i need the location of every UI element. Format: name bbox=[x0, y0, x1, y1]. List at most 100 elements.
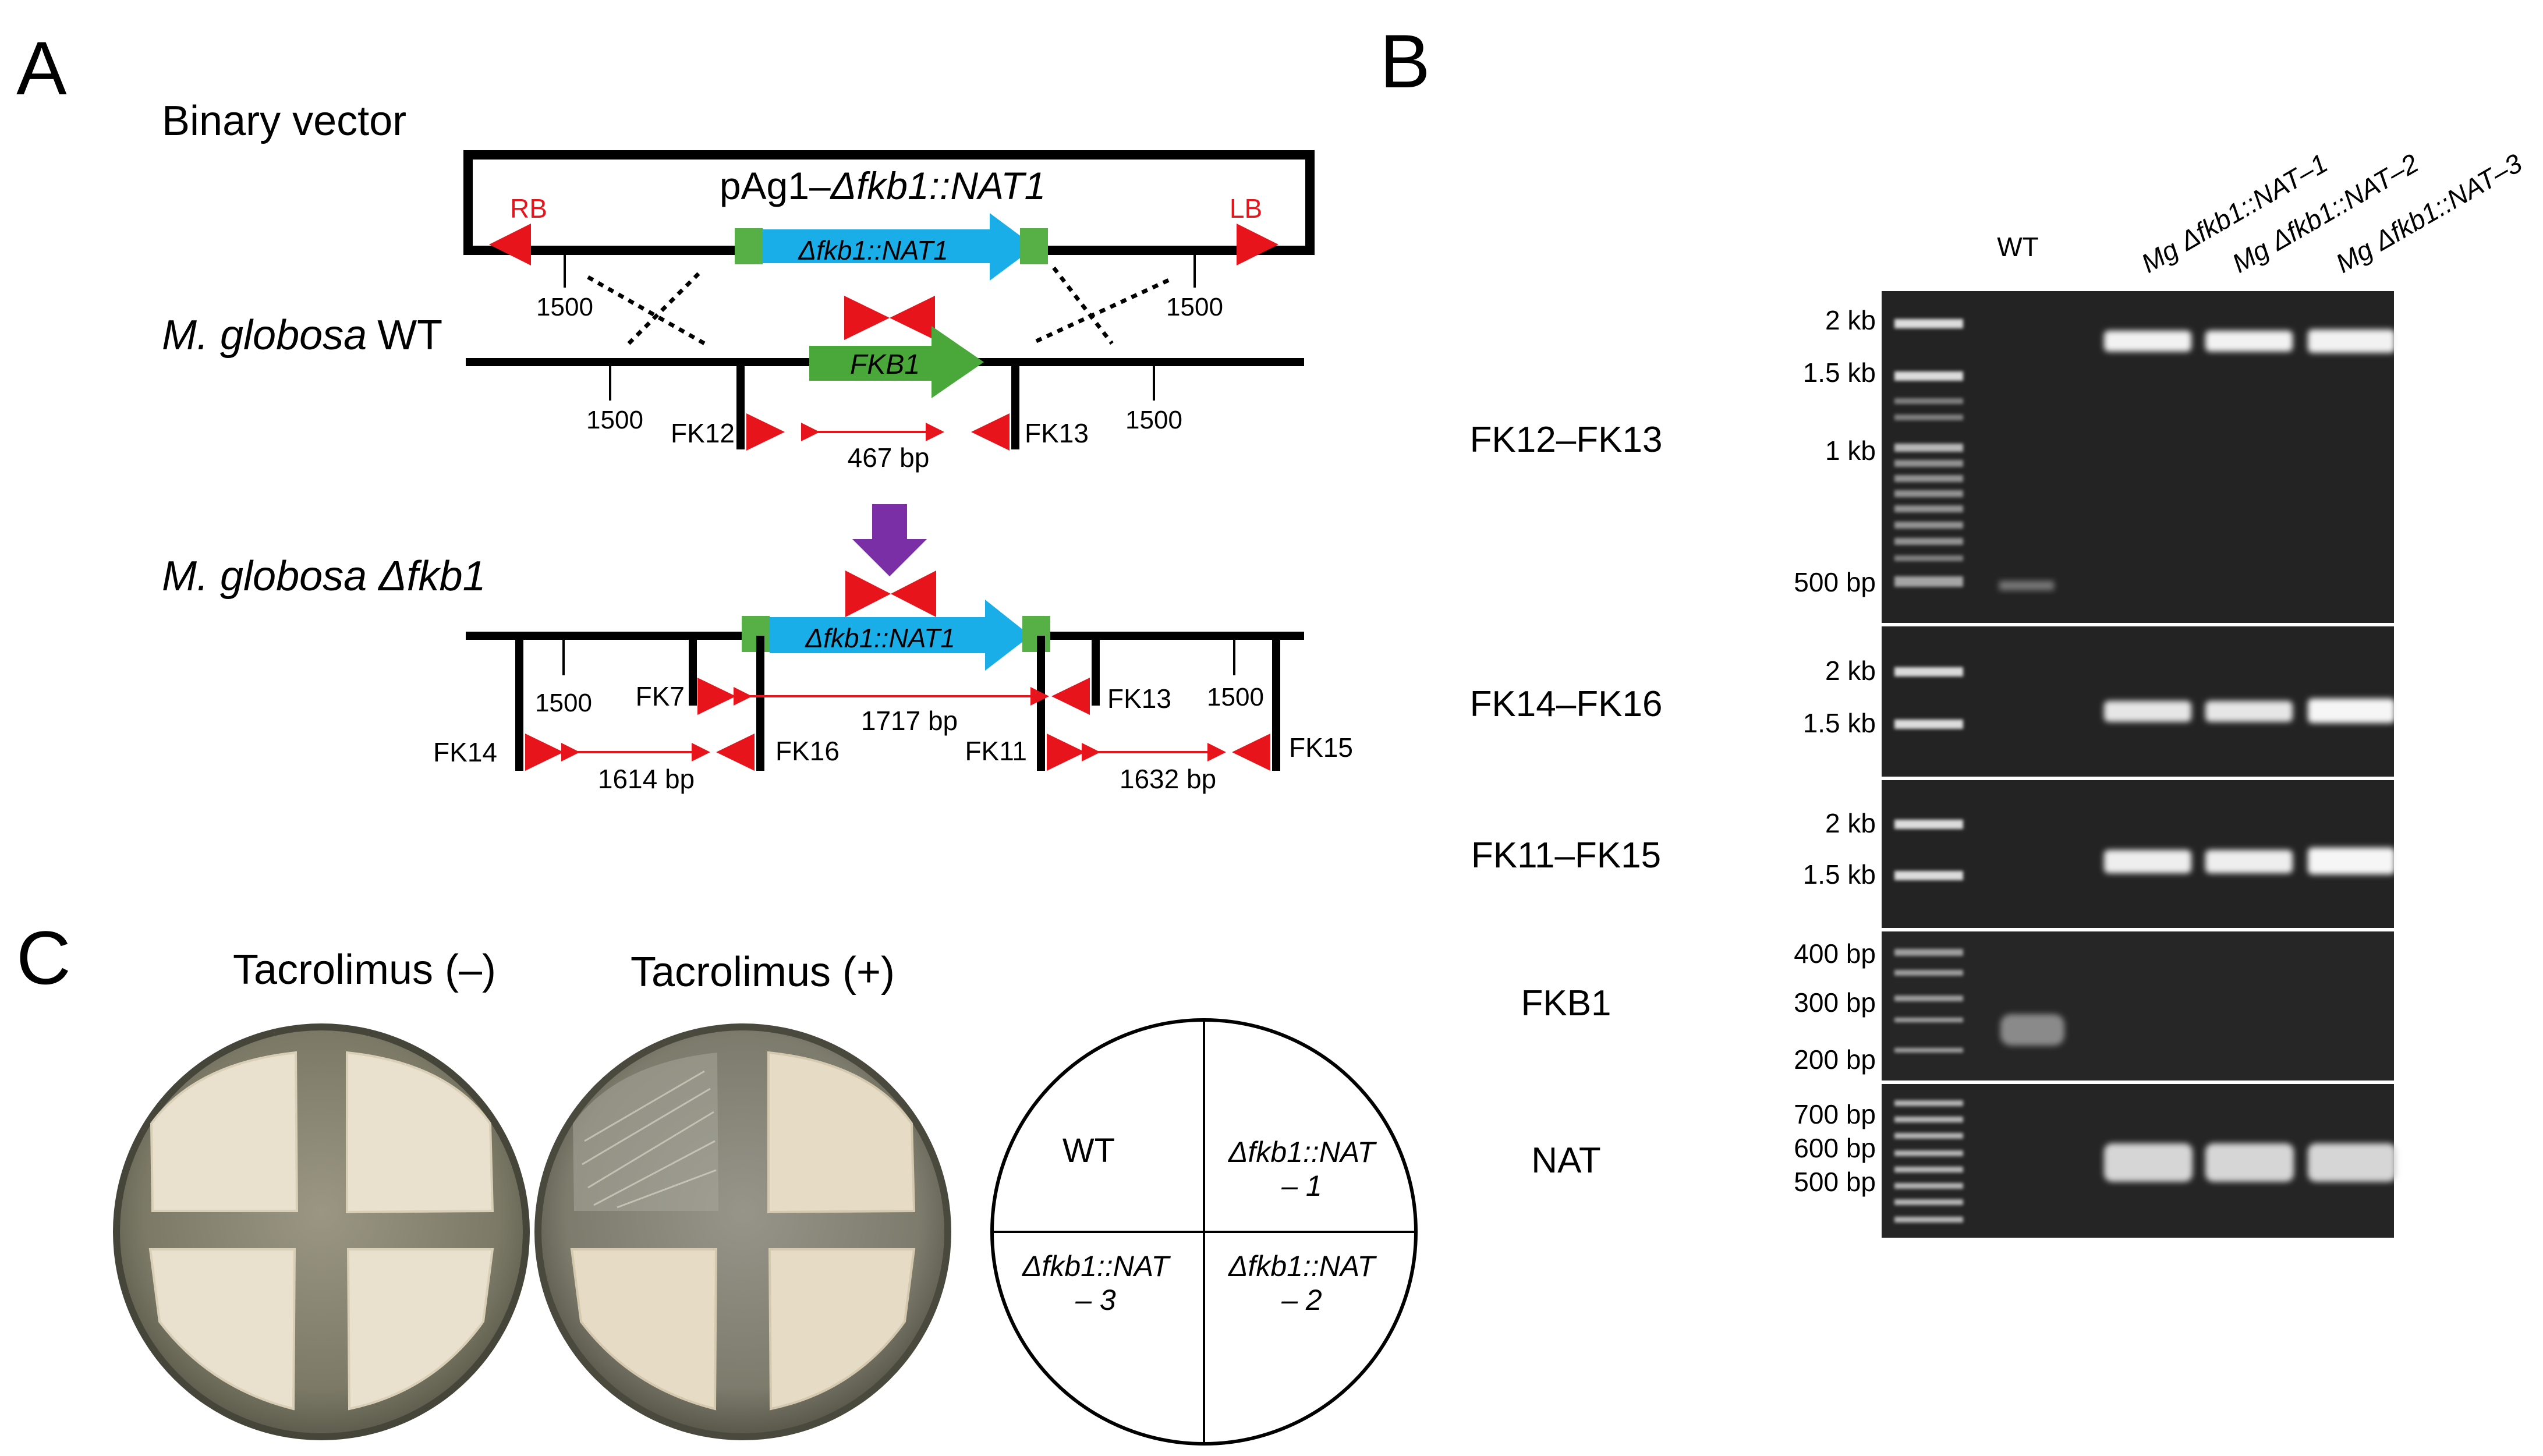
gel-row-label-4: FKB1 bbox=[1521, 983, 1611, 1023]
layout-q2-line1: Δfkb1::NAT bbox=[1228, 1136, 1377, 1168]
plate-layout-diagram: WT Δfkb1::NAT – 1 Δfkb1::NAT – 3 Δfkb1::… bbox=[990, 1018, 1418, 1446]
colony-sector bbox=[148, 1248, 296, 1411]
fk7-primer-icon bbox=[697, 678, 736, 715]
bowtie-icon bbox=[844, 296, 890, 340]
mutant-cassette-label: Δfkb1::NAT1 bbox=[805, 623, 955, 653]
colony-sector bbox=[346, 1051, 494, 1214]
wt-flank-right: 1500 bbox=[1125, 406, 1182, 434]
marker-r1-1: 1.5 kb bbox=[1803, 357, 1876, 388]
wt-amplicon-label: 467 bp bbox=[848, 442, 930, 473]
rb-arrow-icon bbox=[489, 224, 531, 265]
marker-r1-2: 1 kb bbox=[1825, 435, 1876, 466]
fk12-primer-icon bbox=[746, 413, 785, 451]
ladder bbox=[1894, 319, 1963, 587]
gel-band bbox=[2000, 1014, 2064, 1046]
wt-label-italic: M. globosa bbox=[162, 312, 367, 359]
lb-arrow-icon bbox=[1237, 224, 1278, 265]
transformation-arrow-icon bbox=[852, 504, 927, 576]
gel-row-4: 400 bp 300 bp 200 bp FKB1 bbox=[1521, 931, 2394, 1081]
marker-r5-2: 500 bp bbox=[1794, 1167, 1876, 1197]
mutant-cassette-arrow bbox=[770, 600, 1030, 671]
fk11-label: FK11 bbox=[965, 736, 1027, 766]
fk13m-label: FK13 bbox=[1107, 683, 1171, 714]
fk14-primer-icon bbox=[525, 734, 564, 771]
fk13m-primer-icon bbox=[1051, 678, 1090, 715]
crossover-right bbox=[1035, 266, 1171, 345]
marker-r3-0: 2 kb bbox=[1825, 808, 1876, 838]
gel-row-label-2: FK14–FK16 bbox=[1470, 684, 1663, 724]
marker-r1-0: 2 kb bbox=[1825, 305, 1876, 335]
marker-r5-1: 600 bp bbox=[1794, 1133, 1876, 1163]
construct-diagram: Binary vector pAg1–Δfkb1::NAT1 RB LB Δfk… bbox=[162, 98, 1353, 794]
gel-band bbox=[2308, 330, 2395, 353]
layout-q2-line2: – 1 bbox=[1281, 1170, 1322, 1202]
plate-minus-title: Tacrolimus (–) bbox=[233, 947, 496, 993]
cassette-left-flank bbox=[735, 228, 763, 264]
fkb1-gene-arrow bbox=[809, 326, 984, 398]
rb-label: RB bbox=[510, 193, 547, 224]
gel-row-2: 2 kb 1.5 kb FK14–FK16 bbox=[1470, 626, 2395, 777]
layout-q3-line2: – 3 bbox=[1075, 1284, 1116, 1316]
panel-label-b: B bbox=[1380, 19, 1430, 104]
fk13-label: FK13 bbox=[1025, 418, 1089, 448]
right-amplicon-label: 1632 bp bbox=[1120, 764, 1216, 794]
crossover-left bbox=[587, 272, 706, 346]
layout-q1: WT bbox=[1062, 1132, 1115, 1170]
ladder bbox=[1894, 667, 1963, 729]
colony-sector bbox=[150, 1051, 299, 1212]
colony-sector bbox=[768, 1248, 916, 1411]
fk15-label: FK15 bbox=[1289, 732, 1353, 763]
gel-band bbox=[2205, 850, 2293, 873]
fk15-primer-icon bbox=[1232, 734, 1270, 771]
plasmid-flank-right: 1500 bbox=[1166, 293, 1223, 321]
gel-panel: WT Mg Δfkb1::NAT–1 Mg Δfkb1::NAT–2 Mg Δf… bbox=[1470, 148, 2527, 1238]
gel-band bbox=[2205, 701, 2293, 722]
fk16-primer-icon bbox=[716, 734, 755, 771]
bowtie-icon bbox=[890, 296, 935, 340]
fk11-primer-icon bbox=[1047, 734, 1085, 771]
plate-tacrolimus-minus bbox=[113, 1023, 530, 1440]
mutant-left-flank bbox=[742, 616, 770, 652]
gel-row-label-3: FK11–FK15 bbox=[1471, 835, 1661, 876]
lane-header-wt: WT bbox=[1997, 232, 2039, 262]
bowtie-icon bbox=[891, 571, 936, 617]
colony-sector-faint bbox=[573, 1053, 718, 1211]
gel-band bbox=[2104, 850, 2191, 873]
plasmid-name-prefix: pAg1– bbox=[720, 164, 831, 207]
left-amplicon-label: 1614 bp bbox=[598, 764, 695, 794]
colony-sector bbox=[570, 1248, 718, 1411]
plate-tacrolimus-plus bbox=[534, 1023, 951, 1440]
gel-band bbox=[2104, 331, 2191, 352]
plates-panel: Tacrolimus (–) Tacrolimus (+) bbox=[113, 947, 1418, 1446]
cassette-amplicon-label: 1717 bp bbox=[861, 706, 958, 736]
fk16-label: FK16 bbox=[775, 736, 840, 766]
mutant-right-flank bbox=[1022, 616, 1050, 652]
plasmid-flank-left: 1500 bbox=[536, 293, 593, 321]
ladder bbox=[1894, 1100, 1963, 1223]
plasmid-name: pAg1–Δfkb1::NAT1 bbox=[720, 164, 1046, 207]
fk12-label: FK12 bbox=[671, 418, 735, 448]
gel-band bbox=[2205, 1143, 2294, 1182]
cassette-arrow bbox=[763, 213, 1035, 281]
colony-sector bbox=[767, 1051, 916, 1214]
gel-row-1: 2 kb 1.5 kb 1 kb 500 bp FK12–FK13 bbox=[1470, 291, 2395, 623]
gel-band bbox=[2308, 1143, 2396, 1182]
wt-flank-left: 1500 bbox=[586, 406, 643, 434]
gel-row-label-1: FK12–FK13 bbox=[1470, 420, 1663, 460]
fk13-primer-icon bbox=[971, 413, 1010, 451]
gel-row-5: 700 bp 600 bp 500 bp NAT bbox=[1531, 1084, 2396, 1238]
marker-r3-1: 1.5 kb bbox=[1803, 859, 1876, 890]
cassette-label: Δfkb1::NAT1 bbox=[798, 235, 948, 265]
fk14-label: FK14 bbox=[433, 737, 497, 767]
colony-sector bbox=[346, 1248, 494, 1411]
wt-label-plain: WT bbox=[377, 312, 442, 359]
binary-vector-heading: Binary vector bbox=[162, 98, 406, 144]
marker-r5-0: 700 bp bbox=[1794, 1099, 1876, 1129]
layout-q4-line1: Δfkb1::NAT bbox=[1228, 1250, 1377, 1283]
marker-r2-1: 1.5 kb bbox=[1803, 708, 1876, 738]
marker-r2-0: 2 kb bbox=[1825, 656, 1876, 686]
cassette-right-flank bbox=[1020, 228, 1048, 264]
bowtie-icon bbox=[845, 571, 891, 617]
panel-label-c: C bbox=[16, 915, 71, 1000]
